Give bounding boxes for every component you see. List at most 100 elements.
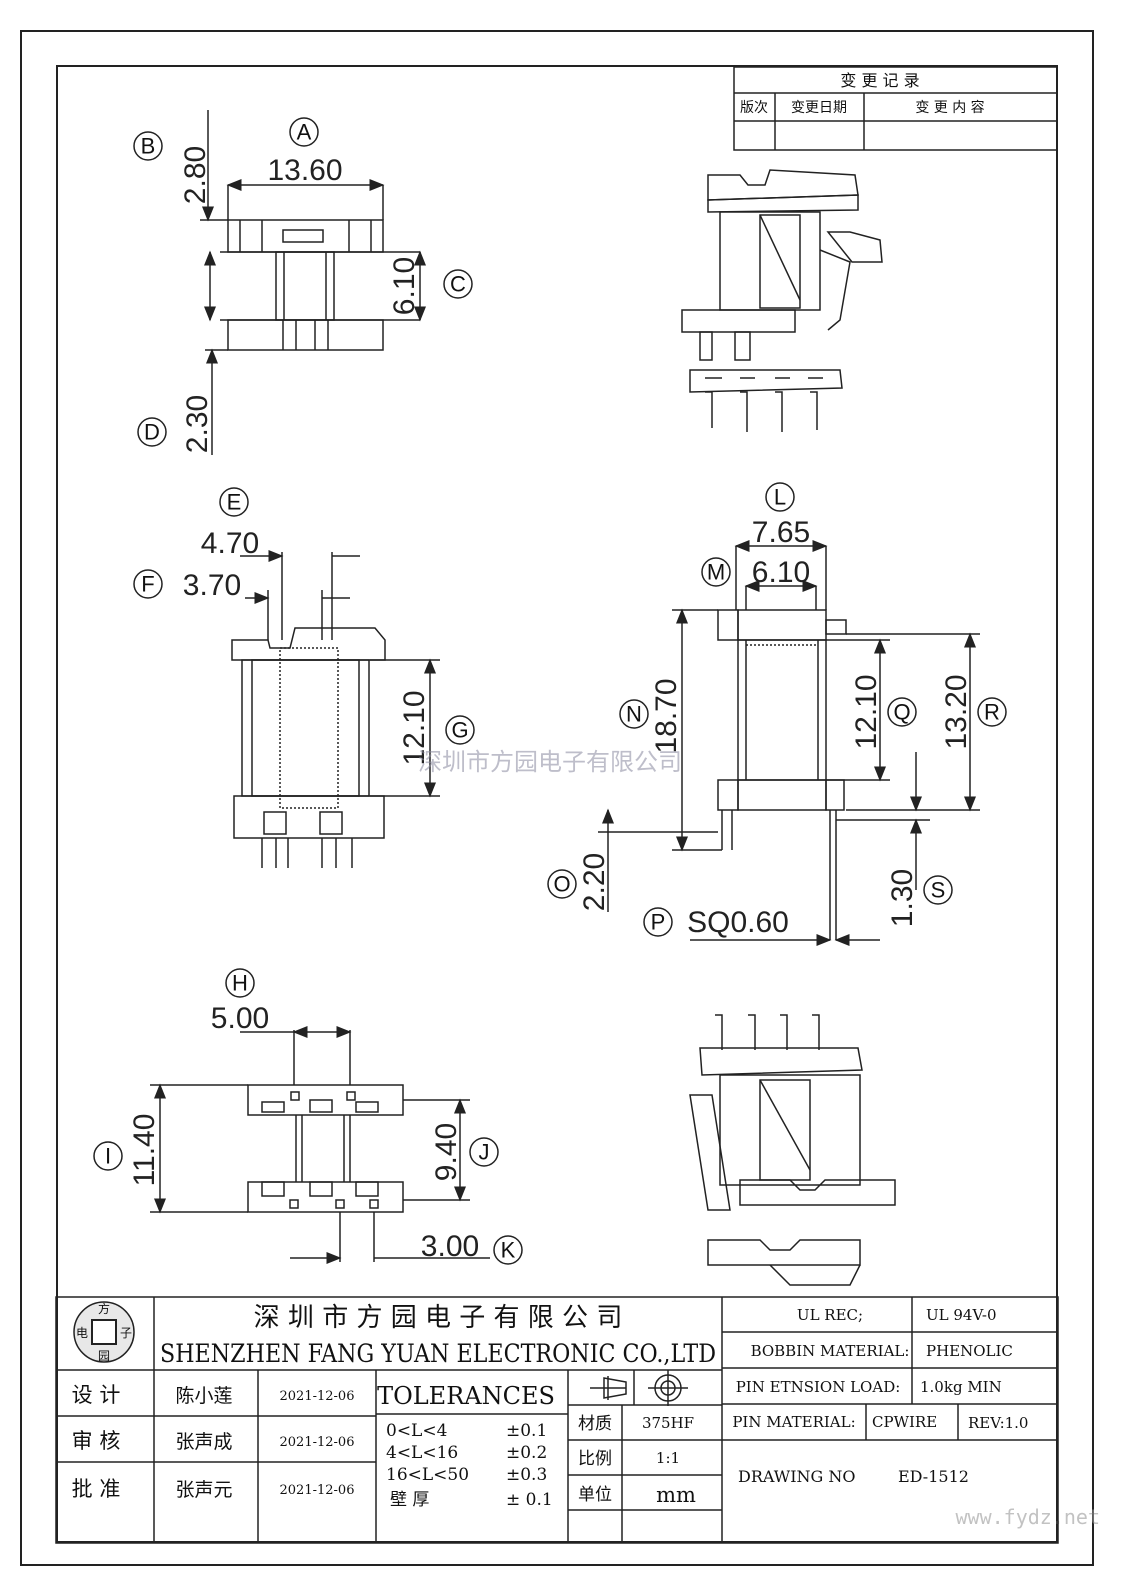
dim-value-E: 4.70 <box>201 527 259 560</box>
svg-text:H: H <box>232 971 248 996</box>
name-design: 陈小莲 <box>175 1385 232 1407</box>
svg-text:O: O <box>553 872 570 897</box>
first-angle-projection-icon <box>590 1376 627 1400</box>
svg-text:L: L <box>774 485 786 510</box>
dim-value-R: 13.20 <box>940 674 973 749</box>
bubble-M: M <box>701 557 731 587</box>
isometric-view-top <box>681 169 883 432</box>
svg-text:F: F <box>141 572 154 597</box>
bubble-R: R <box>977 697 1007 727</box>
dim-value-A: 13.60 <box>267 154 342 187</box>
tolerance-range-3: 16<L<50 <box>386 1465 469 1485</box>
dim-value-B: 2.80 <box>179 146 212 204</box>
svg-text:G: G <box>451 718 468 743</box>
dim-value-G: 12.10 <box>398 690 431 765</box>
svg-text:B: B <box>141 134 156 159</box>
role-review: 审 核 <box>72 1429 121 1453</box>
change-record-version-header: 版次 <box>740 100 768 116</box>
date-review: 2021-12-06 <box>280 1435 355 1450</box>
tolerance-range-4: 壁 厚 <box>390 1490 429 1510</box>
bubble-S: S <box>923 875 953 905</box>
dim-value-L: 7.65 <box>752 516 810 549</box>
bubble-E: E <box>219 487 249 517</box>
date-design: 2021-12-06 <box>280 1389 355 1404</box>
svg-text:方: 方 <box>98 1301 110 1316</box>
company-name-en: SHENZHEN FANG YUAN ELECTRONIC CO.,LTD <box>160 1339 716 1368</box>
bubble-C: C <box>443 269 473 299</box>
tolerance-range-1: 0<L<4 <box>386 1421 447 1441</box>
name-review: 张声成 <box>175 1431 232 1453</box>
company-logo: 方 电 子 园 <box>73 1301 135 1363</box>
drawing-no-label: DRAWING NO <box>738 1467 856 1486</box>
svg-text:P: P <box>651 910 666 935</box>
svg-text:S: S <box>931 878 946 903</box>
bubble-J: J <box>469 1137 499 1167</box>
dim-value-N: 18.70 <box>650 678 683 753</box>
bubble-P: P <box>643 907 673 937</box>
tolerance-value-1: ±0.1 <box>506 1421 547 1441</box>
dim-value-O: 2.20 <box>578 853 611 911</box>
bobbin-material-value: PHENOLIC <box>926 1342 1013 1360</box>
dimension-bubbles: A B C D E F G H I J K L M N O P Q R S <box>93 117 1007 1265</box>
svg-text:C: C <box>450 272 466 297</box>
bubble-K: K <box>493 1235 523 1265</box>
bubble-B: B <box>133 131 163 161</box>
svg-text:园: 园 <box>98 1349 110 1363</box>
scale-label: 比例 <box>578 1449 612 1469</box>
svg-text:Q: Q <box>893 700 910 725</box>
change-record-date-header: 变更日期 <box>791 100 847 116</box>
svg-text:J: J <box>479 1140 490 1165</box>
drawing-inner-frame <box>56 65 1058 1543</box>
front-view <box>231 550 440 868</box>
pin-material-label: PIN MATERIAL: <box>732 1413 855 1431</box>
material-label: 材质 <box>578 1414 612 1434</box>
role-approve: 批 准 <box>72 1477 121 1501</box>
ul-rec-label: UL REC; <box>797 1306 863 1324</box>
isometric-view-bottom <box>689 1014 896 1286</box>
dim-value-I: 11.40 <box>128 1114 161 1187</box>
dim-value-H: 5.00 <box>211 1002 269 1035</box>
name-approve: 张声元 <box>175 1479 232 1501</box>
svg-text:A: A <box>297 120 312 145</box>
scale-value: 1:1 <box>656 1449 680 1467</box>
svg-text:电: 电 <box>76 1326 88 1340</box>
bubble-L: L <box>765 482 795 512</box>
target-symbol-icon <box>648 1370 688 1406</box>
change-record-table <box>733 66 1058 151</box>
dim-value-C: 6.10 <box>388 257 421 315</box>
bubble-A: A <box>289 117 319 147</box>
svg-text:D: D <box>144 420 160 445</box>
bottom-view <box>150 1026 490 1264</box>
dim-value-D: 2.30 <box>181 395 214 453</box>
bubble-O: O <box>547 869 577 899</box>
pin-load-label: PIN ETNSION LOAD: <box>736 1378 901 1396</box>
bubble-G: G <box>445 715 475 745</box>
dim-value-S: 1.30 <box>886 869 919 927</box>
dim-value-J: 9.40 <box>430 1123 463 1181</box>
pin-load-value: 1.0kg MIN <box>920 1378 1002 1396</box>
svg-text:K: K <box>501 1238 516 1263</box>
svg-text:M: M <box>707 560 725 585</box>
pin-material-value: CPWIRE <box>872 1413 937 1431</box>
bubble-F: F <box>133 569 163 599</box>
bubble-D: D <box>137 417 167 447</box>
unit-value: mm <box>656 1483 696 1507</box>
company-name-cn: 深 圳 市 方 园 电 子 有 限 公 司 <box>254 1303 623 1333</box>
change-record-content-header: 变 更 内 容 <box>915 99 984 116</box>
dim-value-M: 6.10 <box>752 556 810 589</box>
ul-rec-value: UL 94V-0 <box>926 1306 997 1324</box>
tolerance-range-2: 4<L<16 <box>386 1443 458 1463</box>
dim-value-K: 3.00 <box>421 1230 479 1263</box>
bubble-H: H <box>225 968 255 998</box>
tolerances-title: TOLERANCES <box>377 1382 555 1410</box>
tolerance-value-4: ± 0.1 <box>506 1490 553 1510</box>
date-approve: 2021-12-06 <box>280 1483 355 1498</box>
material-value: 375HF <box>642 1414 694 1432</box>
bubble-Q: Q <box>887 697 917 727</box>
bobbin-material-label: BOBBIN MATERIAL: <box>751 1342 910 1360</box>
unit-label: 单位 <box>578 1485 612 1505</box>
change-record-title: 变 更 记 录 <box>840 71 919 90</box>
svg-text:I: I <box>105 1144 111 1169</box>
dim-value-F: 3.70 <box>183 569 241 602</box>
